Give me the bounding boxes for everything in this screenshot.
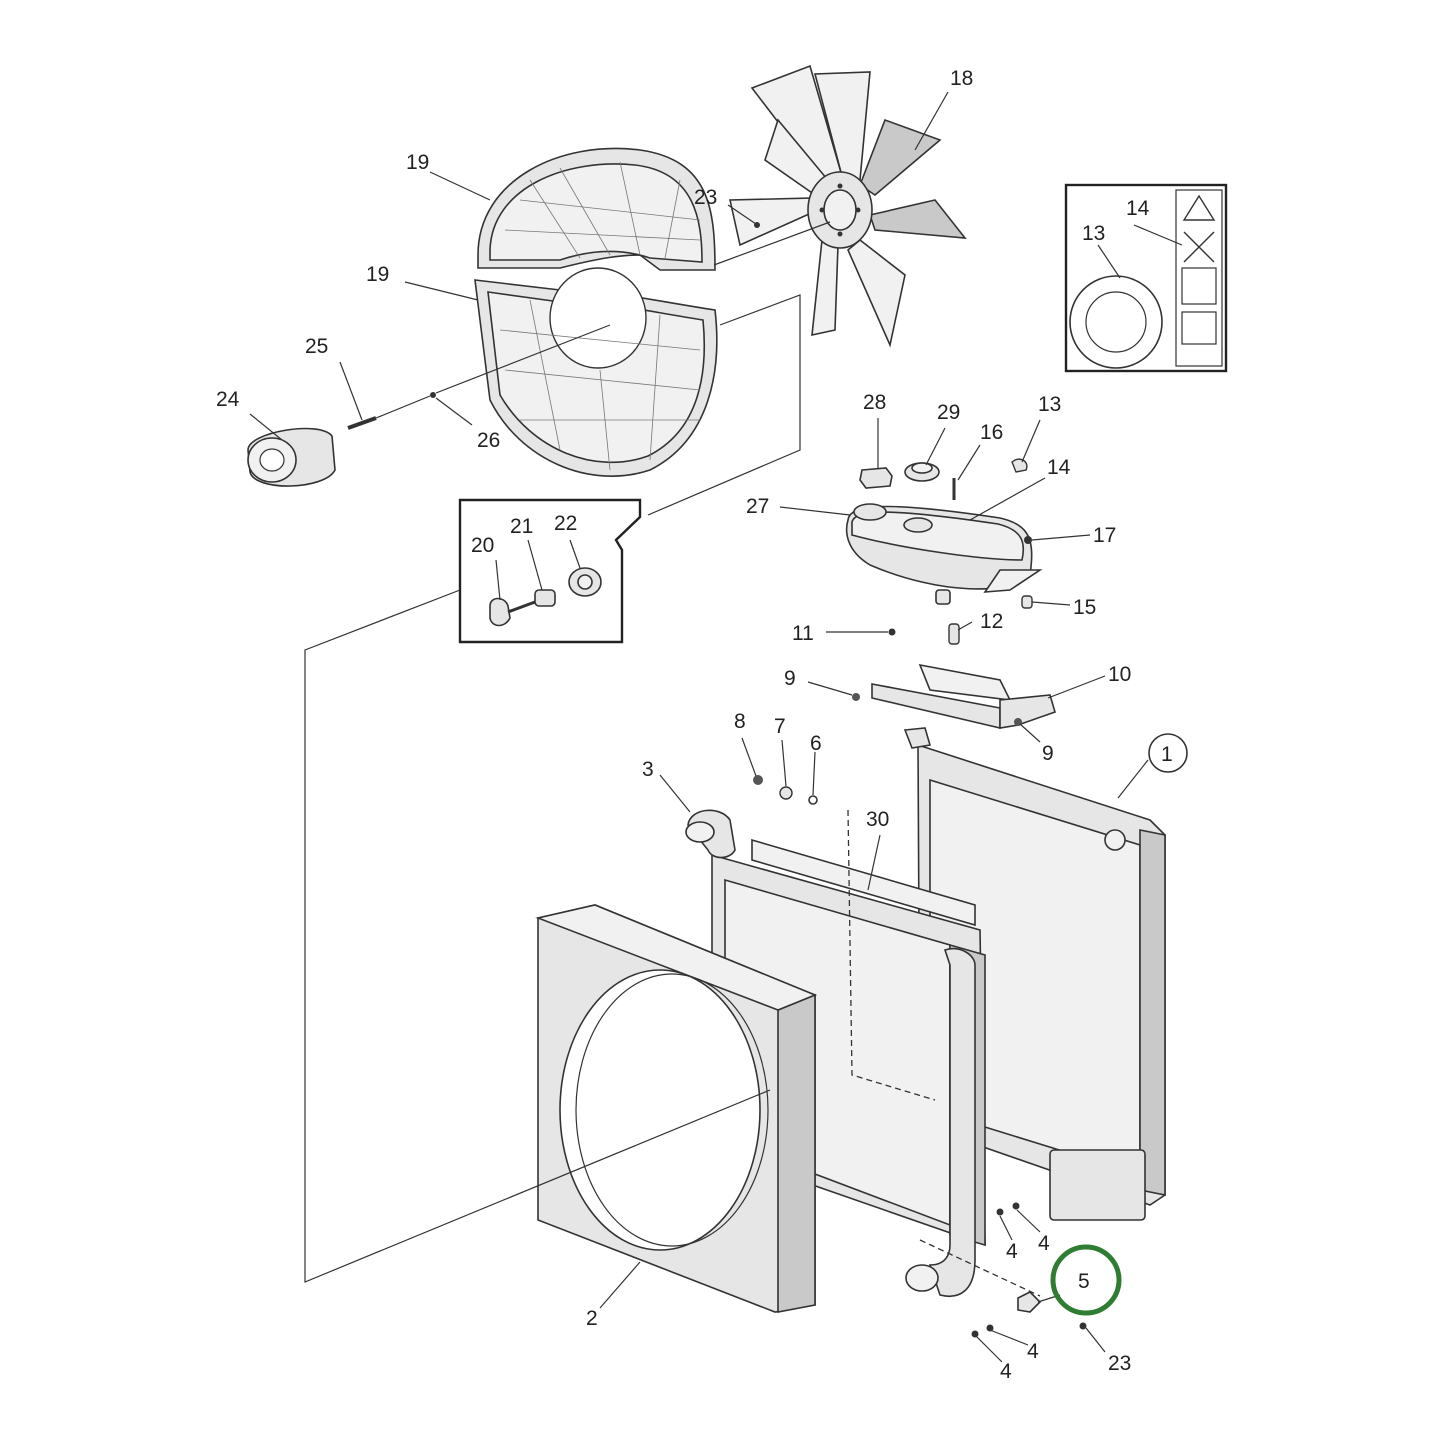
label-2: 2 — [586, 1307, 598, 1330]
label-14b: 14 — [1047, 456, 1071, 479]
label-19a: 19 — [406, 151, 429, 174]
pin-part-26 — [430, 392, 436, 398]
tank-cap-29 — [904, 462, 940, 482]
part-number-labels: 1 2 3 4 4 4 4 5 6 7 8 9 9 10 11 12 13 13… — [216, 67, 1173, 1383]
label-12: 12 — [980, 610, 1003, 633]
bolt-part-4d — [986, 1324, 994, 1332]
label-9b: 9 — [1042, 742, 1054, 765]
expansion-tank — [845, 503, 1043, 605]
label-23a: 23 — [694, 186, 717, 209]
highlight-ring-part-5 — [1050, 1244, 1122, 1316]
label-11: 11 — [792, 622, 814, 645]
fan-blade-assembly — [729, 64, 967, 348]
label-8: 8 — [734, 710, 746, 733]
coupling-part-24 — [247, 427, 336, 487]
fan-guard-lower — [474, 267, 718, 477]
label-25: 25 — [305, 335, 328, 358]
label-21: 21 — [510, 515, 533, 538]
label-7: 7 — [774, 715, 786, 738]
label-4d: 4 — [1000, 1360, 1012, 1383]
outlet-pipe — [905, 947, 976, 1297]
nut-part-9a — [852, 693, 860, 701]
label-19b: 19 — [366, 263, 389, 286]
label-1: 1 — [1161, 743, 1173, 766]
bolt-part-4b — [1012, 1202, 1020, 1210]
screw-part-11 — [888, 628, 896, 636]
label-18: 18 — [950, 67, 973, 90]
screw-part-17 — [1024, 536, 1032, 544]
label-9a: 9 — [784, 667, 796, 690]
label-17: 17 — [1093, 524, 1116, 547]
leader-lines — [249, 91, 1183, 1363]
clip-part-13 — [1011, 458, 1028, 473]
label-23b: 23 — [1108, 1352, 1131, 1375]
label-28: 28 — [863, 391, 886, 414]
label-15: 15 — [1073, 596, 1096, 619]
shaft-part-25 — [347, 416, 377, 430]
fan-guard-upper — [477, 147, 716, 271]
label-27: 27 — [746, 495, 769, 518]
label-26: 26 — [477, 429, 500, 452]
bracket-part-5 — [1017, 1291, 1042, 1313]
tank-cap-28 — [859, 467, 893, 489]
oring-part-6 — [808, 795, 818, 805]
part-1-callout-circle — [1148, 733, 1188, 773]
label-4c: 4 — [1027, 1340, 1039, 1363]
label-4a: 4 — [1006, 1240, 1018, 1263]
nut-part-8 — [753, 775, 763, 785]
spacer-part-15 — [1021, 595, 1033, 609]
label-3: 3 — [642, 758, 654, 781]
label-30: 30 — [866, 808, 889, 831]
label-6: 6 — [810, 732, 822, 755]
label-5: 5 — [1078, 1270, 1090, 1293]
decal-inset-box — [1064, 183, 1228, 373]
intake-elbow-part-3 — [685, 809, 736, 859]
label-20: 20 — [471, 534, 494, 557]
screw-part-23b — [1079, 1322, 1087, 1330]
bolt-part-4c — [971, 1330, 979, 1338]
mounting-bracket — [871, 663, 1056, 730]
label-16: 16 — [980, 421, 1003, 444]
label-4b: 4 — [1038, 1232, 1050, 1255]
label-14a: 14 — [1126, 197, 1150, 220]
spacer-part-12 — [948, 623, 960, 645]
label-10: 10 — [1108, 663, 1131, 686]
bolt-part-4a — [996, 1208, 1004, 1216]
label-22: 22 — [554, 512, 577, 535]
label-24: 24 — [216, 388, 240, 411]
label-13a: 13 — [1082, 222, 1105, 245]
label-13b: 13 — [1038, 393, 1061, 416]
fan-shroud — [535, 904, 818, 1313]
label-29: 29 — [937, 401, 960, 424]
inset-box-bolt-detail — [458, 498, 642, 644]
washer-part-7 — [779, 786, 793, 800]
